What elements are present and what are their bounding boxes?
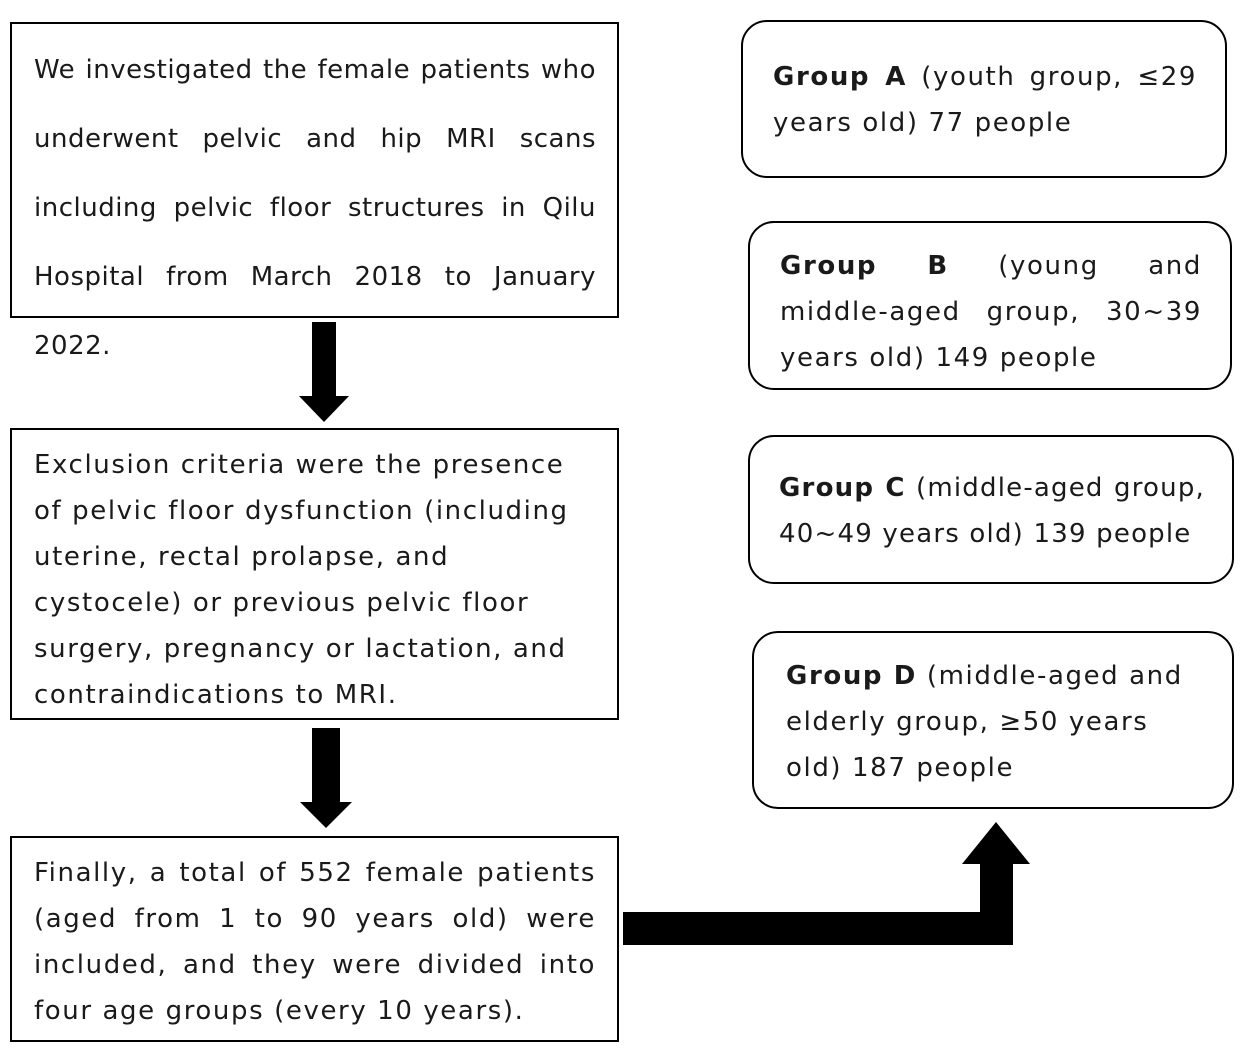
group-a-label: Group A	[773, 62, 907, 92]
group-c-label: Group C	[779, 473, 906, 503]
investigation-box: We investigated the female patients who …	[10, 22, 619, 361]
exclusion-criteria-text: Exclusion criteria were the presence of …	[34, 450, 569, 710]
group-b-desc: (young and middle-aged group, 30~39 year…	[780, 251, 1202, 373]
group-d-label: Group D	[786, 661, 917, 691]
group-b-text: Group B (young and middle-aged group, 30…	[780, 243, 1202, 381]
group-d-box: Group D (middle-aged and elderly group, …	[752, 631, 1234, 809]
group-c-text: Group C (middle-aged group, 40~49 years …	[779, 465, 1205, 557]
group-c-box: Group C (middle-aged group, 40~49 years …	[748, 435, 1234, 584]
group-d-desc: (middle-aged and elderly group, ≥50 year…	[786, 661, 1183, 783]
down-arrow-1	[299, 322, 349, 422]
investigation-text: We investigated the female patients who …	[34, 55, 596, 361]
exclusion-criteria-box: Exclusion criteria were the presence of …	[10, 428, 619, 720]
group-a-box: Group A (youth group, ≤29 years old) 77 …	[741, 20, 1227, 178]
group-c-desc: (middle-aged group, 40~49 years old) 139…	[779, 473, 1205, 549]
group-b-box: Group B (young and middle-aged group, 30…	[748, 221, 1232, 390]
elbow-arrow-to-groups	[623, 822, 1030, 945]
down-arrow-2	[300, 728, 352, 828]
final-inclusion-text: Finally, a total of 552 female patients …	[34, 858, 596, 1026]
group-a-text: Group A (youth group, ≤29 years old) 77 …	[773, 54, 1197, 146]
group-b-label: Group B	[780, 251, 949, 281]
group-a-desc: (youth group, ≤29 years old) 77 people	[773, 62, 1197, 138]
group-d-text: Group D (middle-aged and elderly group, …	[786, 653, 1204, 791]
final-inclusion-box: Finally, a total of 552 female patients …	[10, 836, 619, 1042]
